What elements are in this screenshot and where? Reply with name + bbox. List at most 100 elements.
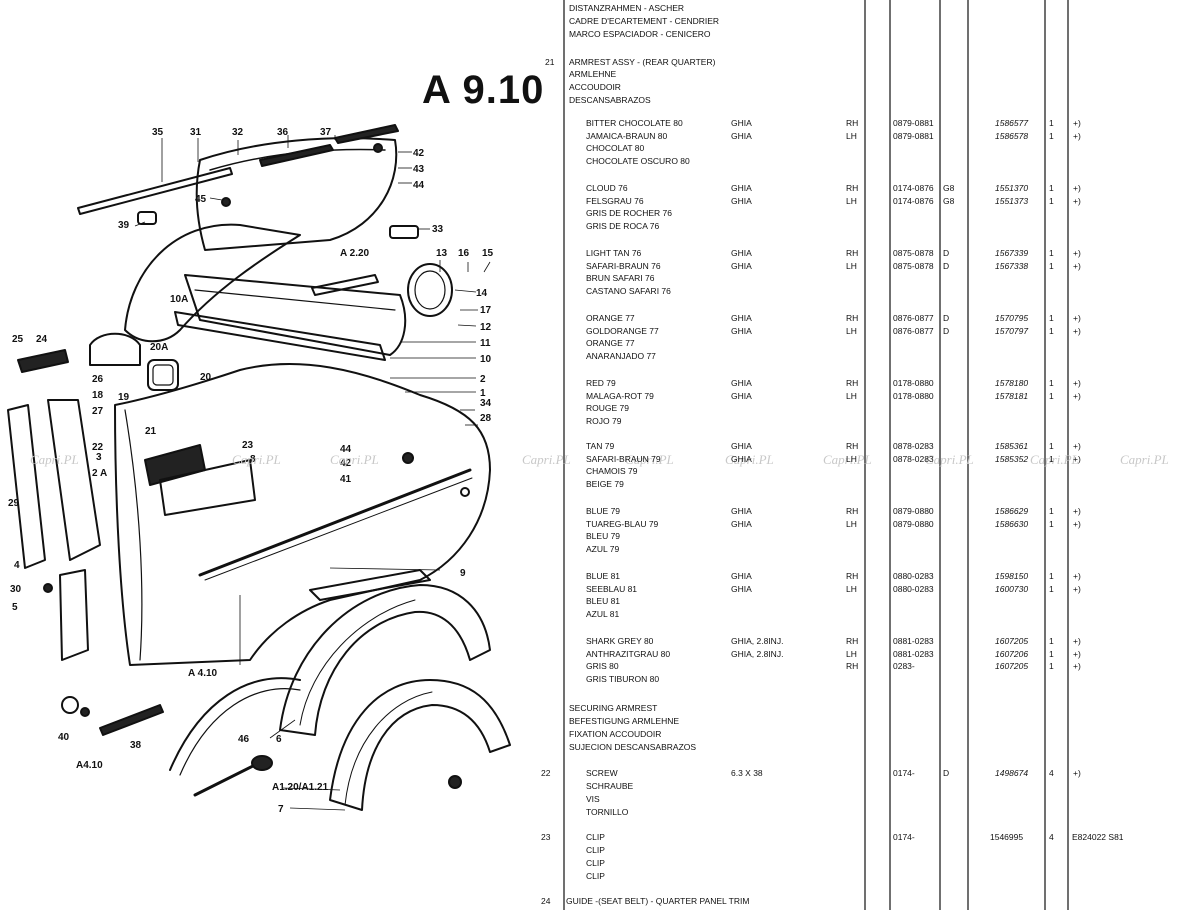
note-cell: +) <box>1073 118 1081 128</box>
svg-text:2 A: 2 A <box>92 468 107 479</box>
svg-text:14: 14 <box>476 288 488 299</box>
svg-text:28: 28 <box>480 413 492 424</box>
part-number: 1578181 <box>995 390 1029 401</box>
header-line: DISTANZRAHMEN - ASCHER <box>569 3 685 13</box>
qty-cell: 1 <box>1049 648 1054 659</box>
color-desc: ROJO 79 <box>586 416 622 427</box>
qty-cell: 4 <box>1049 832 1054 842</box>
date-cell: 0879-0881 <box>893 130 934 141</box>
color-desc: RED 79 <box>586 378 616 388</box>
svg-text:35: 35 <box>152 127 164 138</box>
qty-cell: 1 <box>1049 390 1054 401</box>
quarter-trim-upper <box>124 223 301 343</box>
side-cell: RH <box>846 571 859 581</box>
qty-cell: 1 <box>1049 183 1054 193</box>
note-cell: +) <box>1073 661 1081 672</box>
color-desc: GRIS DE ROCA 76 <box>586 221 660 232</box>
color-desc: BLEU 81 <box>586 596 621 607</box>
part-name: CLIP <box>586 845 605 855</box>
svg-text:27: 27 <box>92 406 104 417</box>
model-cell: GHIA <box>731 571 752 581</box>
color-desc: ANARANJADO 77 <box>586 351 656 362</box>
date-cell: 0876-0877 <box>893 325 934 336</box>
date-cell: 0875-0878 <box>893 248 934 258</box>
qty-cell: 1 <box>1049 661 1054 672</box>
svg-text:24: 24 <box>36 334 48 345</box>
svg-text:18: 18 <box>92 390 104 401</box>
code-cell: G8 <box>943 183 955 193</box>
note-cell: +) <box>1073 453 1081 464</box>
svg-text:A1.20/A1.21: A1.20/A1.21 <box>272 782 329 793</box>
watermark: Capri.PL <box>522 452 571 467</box>
svg-text:8: 8 <box>250 454 256 465</box>
date-cell: 0879-0881 <box>893 118 934 128</box>
part-name: CLIP <box>586 858 605 868</box>
moulding-strip <box>77 167 233 215</box>
color-desc: GRIS TIBURON 80 <box>586 674 660 685</box>
model-cell: GHIA <box>731 378 752 388</box>
model-cell: GHIA <box>731 453 752 464</box>
part-number: 1551373 <box>995 195 1029 206</box>
part-number: 1567338 <box>995 260 1029 271</box>
color-desc: JAMAICA-BRAUN 80 <box>586 130 668 141</box>
note-cell: +) <box>1073 441 1081 451</box>
svg-text:12: 12 <box>480 322 492 333</box>
note-cell: +) <box>1073 195 1081 206</box>
svg-text:42: 42 <box>413 148 425 159</box>
qty-cell: 1 <box>1049 130 1054 141</box>
watermark: Capri.PL <box>725 452 774 467</box>
model-cell: GHIA <box>731 518 752 529</box>
svg-text:44: 44 <box>413 180 425 191</box>
model-cell: GHIA <box>731 195 752 206</box>
color-desc: GOLDORANGE 77 <box>586 325 659 336</box>
svg-text:40: 40 <box>58 732 70 743</box>
svg-text:A 2.20: A 2.20 <box>340 248 370 259</box>
note-cell: E824022 S81 <box>1072 832 1124 842</box>
note-cell: +) <box>1073 130 1081 141</box>
section-title: BEFESTIGUNG ARMLEHNE <box>569 716 680 726</box>
page-title: A 9.10 <box>422 68 545 112</box>
header-line: MARCO ESPACIADOR - CENICERO <box>569 29 711 39</box>
side-cell: RH <box>846 118 859 128</box>
color-desc: CLOUD 76 <box>586 183 628 193</box>
section-title: SECURING ARMREST <box>569 703 658 713</box>
watermark: Capri.PL <box>30 452 79 467</box>
note-cell: +) <box>1073 583 1081 594</box>
part-name: CLIP <box>586 871 605 881</box>
color-desc: CHOCOLATE OSCURO 80 <box>586 156 690 167</box>
svg-text:2: 2 <box>480 374 486 385</box>
section-title: DESCANSABRAZOS <box>569 95 651 105</box>
qty-cell: 4 <box>1049 768 1054 778</box>
part-name: TORNILLO <box>586 807 629 817</box>
svg-text:10: 10 <box>480 354 492 365</box>
model-cell: GHIA <box>731 390 752 401</box>
svg-text:42: 42 <box>340 458 352 469</box>
qty-cell: 1 <box>1049 313 1054 323</box>
svg-text:A 4.10: A 4.10 <box>188 668 218 679</box>
qty-cell: 1 <box>1049 518 1054 529</box>
svg-text:34: 34 <box>480 398 492 409</box>
note-cell: +) <box>1073 378 1081 388</box>
note-cell: +) <box>1073 768 1081 778</box>
qty-cell: 1 <box>1049 636 1054 646</box>
date-cell: 0174- <box>893 768 915 778</box>
color-desc: SEEBLAU 81 <box>586 583 638 594</box>
side-cell: LH <box>846 390 857 401</box>
svg-text:39: 39 <box>118 220 130 231</box>
svg-text:25: 25 <box>12 334 24 345</box>
svg-text:11: 11 <box>480 338 491 349</box>
date-cell: 0878-0283 <box>893 453 934 464</box>
color-desc: GRIS DE ROCHER 76 <box>586 208 672 219</box>
svg-text:A4.10: A4.10 <box>76 760 103 771</box>
watermark: Capri.PL <box>1030 452 1079 467</box>
svg-text:23: 23 <box>242 440 254 451</box>
date-cell: 0881-0283 <box>893 636 934 646</box>
note-cell: +) <box>1073 571 1081 581</box>
svg-text:19: 19 <box>118 392 130 403</box>
svg-text:10A: 10A <box>170 294 188 305</box>
svg-text:44: 44 <box>340 444 352 455</box>
svg-text:16: 16 <box>458 248 470 259</box>
side-cell: RH <box>846 441 859 451</box>
color-desc: MALAGA-ROT 79 <box>586 390 654 401</box>
